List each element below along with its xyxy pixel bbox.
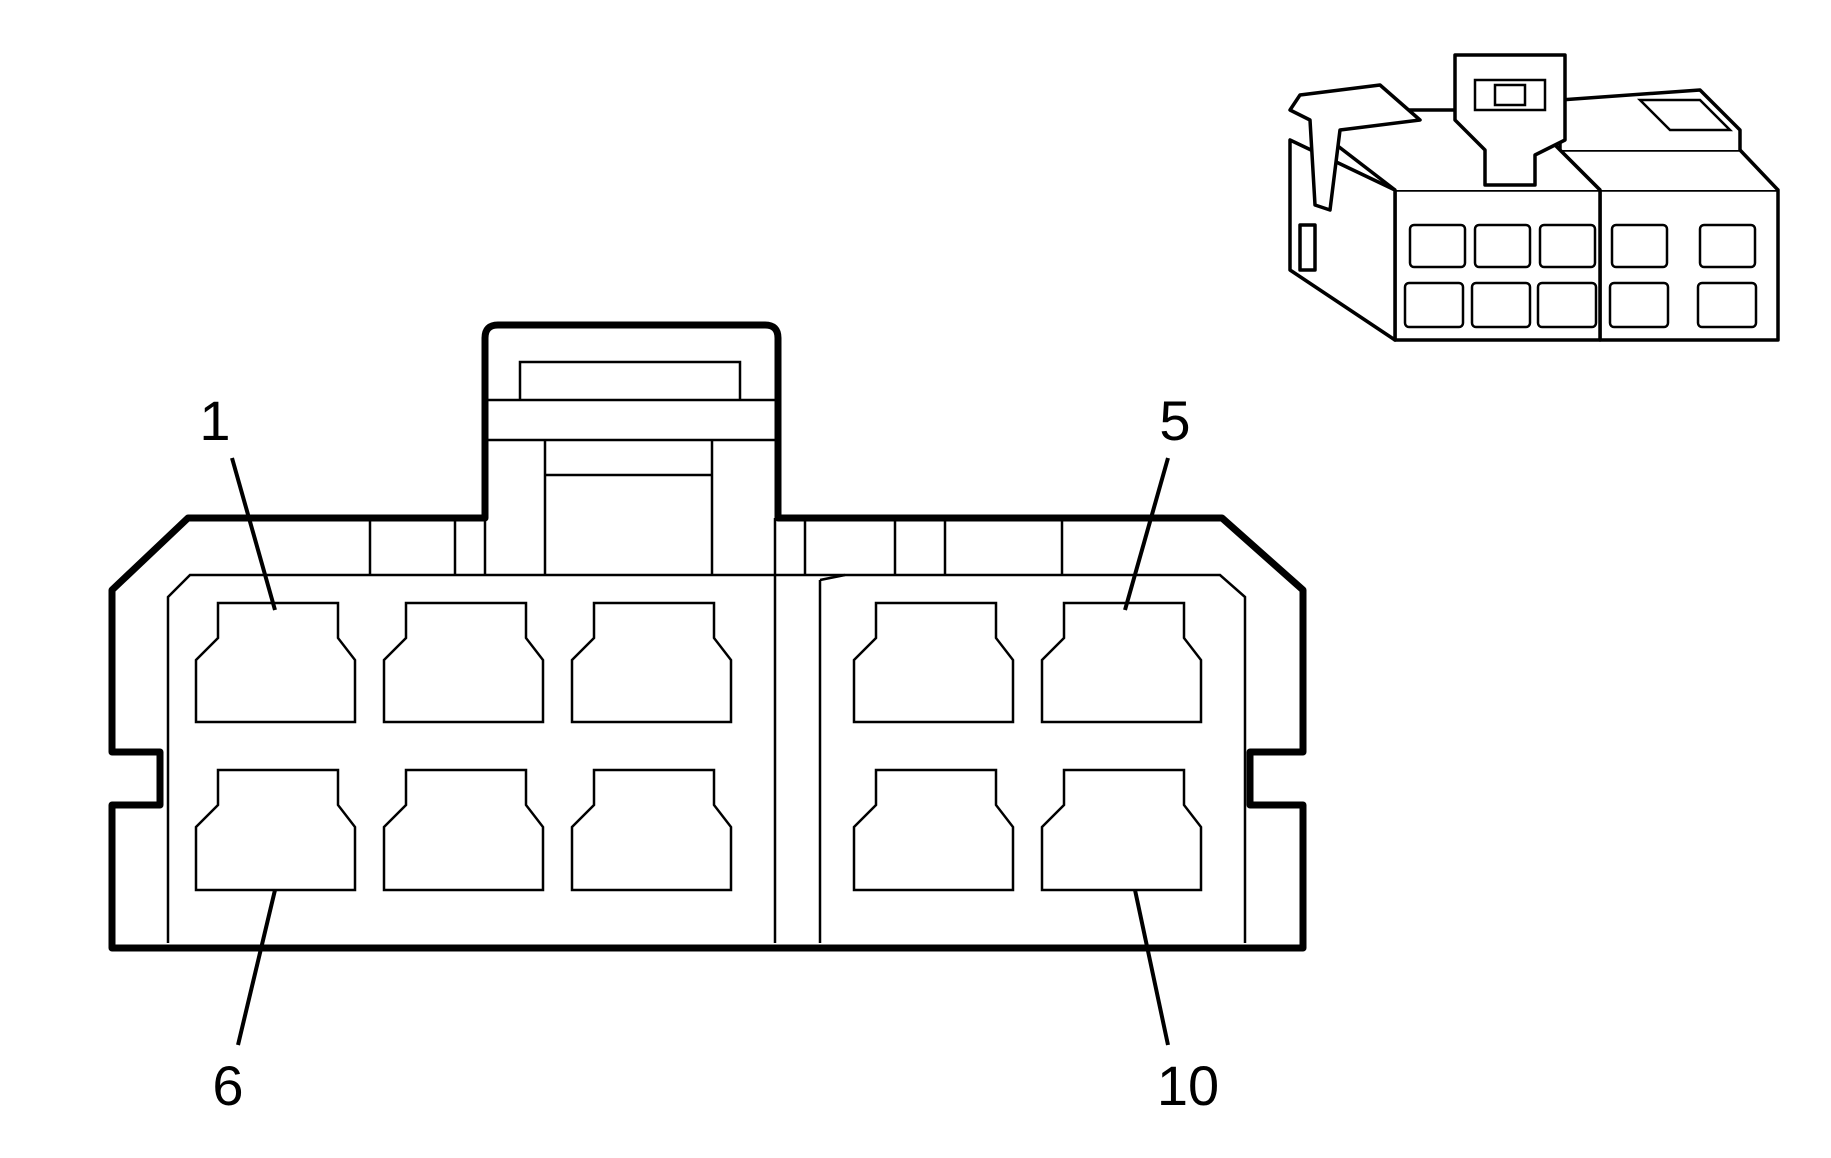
pin-1-label: 1 [199, 389, 230, 452]
connector-face-view [108, 321, 1307, 952]
pin-3-cavity [570, 601, 733, 724]
pin-5-label: 5 [1159, 389, 1190, 452]
pin-5-cavity [1040, 601, 1203, 724]
pin-10-leader [1133, 889, 1170, 1046]
pin-8-cavity [570, 768, 733, 892]
pin-6-label: 6 [212, 1054, 243, 1117]
pin-9-cavity [852, 768, 1015, 892]
connector-isometric-view [1288, 53, 1780, 342]
pin-1-cavity [194, 601, 357, 724]
pin-5-leader [1123, 457, 1170, 611]
pin-10-cavity [1040, 768, 1203, 892]
pin-4-cavity [852, 601, 1015, 724]
connector-housing-outline [108, 321, 1307, 952]
pin-10-label: 10 [1157, 1054, 1219, 1117]
pin-6-leader [236, 889, 277, 1046]
pin-6-cavity [194, 768, 357, 892]
pin-2-cavity [382, 601, 545, 724]
pin-7-cavity [382, 768, 545, 892]
pin-1-leader [230, 457, 277, 611]
